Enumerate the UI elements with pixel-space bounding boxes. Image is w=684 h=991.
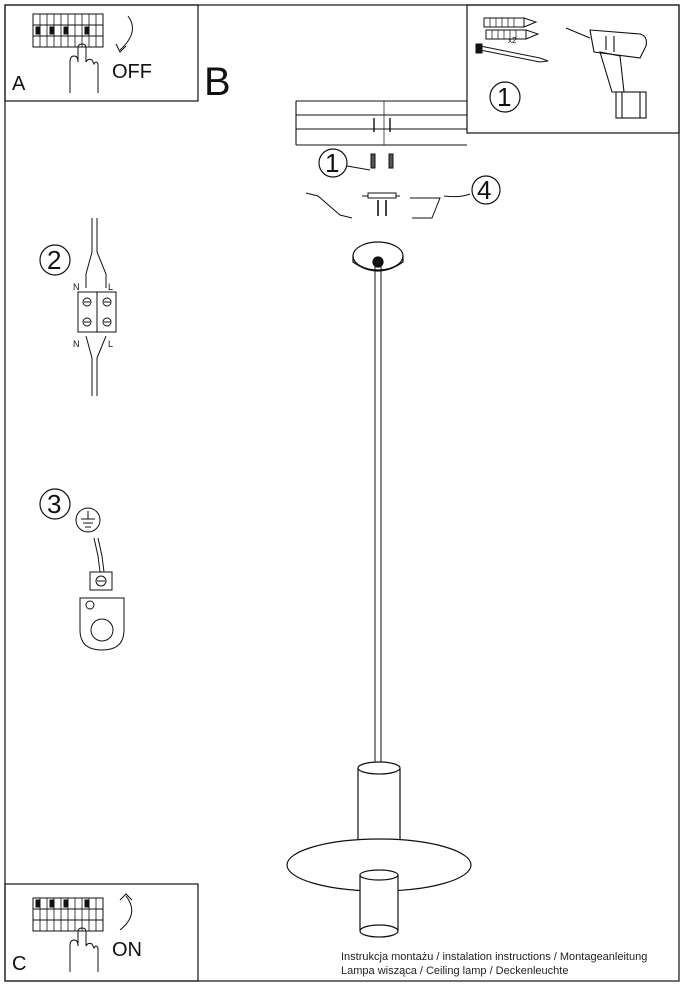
- terminal-block-icon: [77, 218, 117, 396]
- wall-plug-icon: [483, 17, 540, 40]
- step-1-number: 1: [497, 82, 512, 112]
- ceiling-slab: [295, 100, 467, 146]
- lamp-body: [286, 761, 472, 938]
- footer-line-1: Instrukcja montażu / instalation instruc…: [341, 951, 648, 963]
- terminal-n-top: N: [73, 282, 80, 292]
- step-3-circle: [39, 488, 71, 520]
- ceiling-plugs-icon: [370, 153, 394, 169]
- leader-line-1: [346, 165, 371, 171]
- terminal-l-bottom: L: [108, 339, 114, 349]
- mounting-bracket: [305, 192, 471, 219]
- footer-line-2: Lampa wisząca / Ceiling lamp / Deckenleu…: [341, 965, 569, 977]
- step-3-number: 3: [47, 489, 62, 519]
- earth-connector-icon: [79, 537, 125, 651]
- drill-icon: [565, 27, 647, 119]
- terminal-n-bottom: N: [73, 339, 80, 349]
- on-label: ON: [112, 939, 142, 961]
- step-1-circle: [489, 81, 521, 113]
- step-2-circle: [39, 244, 71, 276]
- sheet-border: [4, 4, 680, 982]
- panel-c-letter: C: [12, 953, 27, 975]
- panel-b-letter: B: [204, 60, 231, 104]
- step-2-number: 2: [47, 245, 62, 275]
- breaker-off-icon: [32, 13, 133, 93]
- terminal-l-top: L: [108, 282, 114, 292]
- panel-a-letter: A: [12, 73, 26, 95]
- off-label: OFF: [112, 61, 152, 83]
- step-4-circle: [471, 175, 501, 205]
- drill-step-box: [466, 4, 680, 134]
- step-4-number: 4: [477, 175, 492, 205]
- ground-symbol-icon: [75, 507, 101, 533]
- screw-icon: [475, 43, 549, 63]
- suspension-cable: [374, 266, 382, 762]
- step-1-ceiling-number: 1: [325, 148, 340, 178]
- breaker-on-icon: [32, 893, 133, 972]
- canopy: [352, 241, 404, 272]
- panel-a-box: [4, 4, 199, 102]
- panel-c-box: [4, 883, 199, 982]
- step-1-ceiling-circle: [318, 148, 348, 178]
- quantity-label: x2: [508, 36, 517, 45]
